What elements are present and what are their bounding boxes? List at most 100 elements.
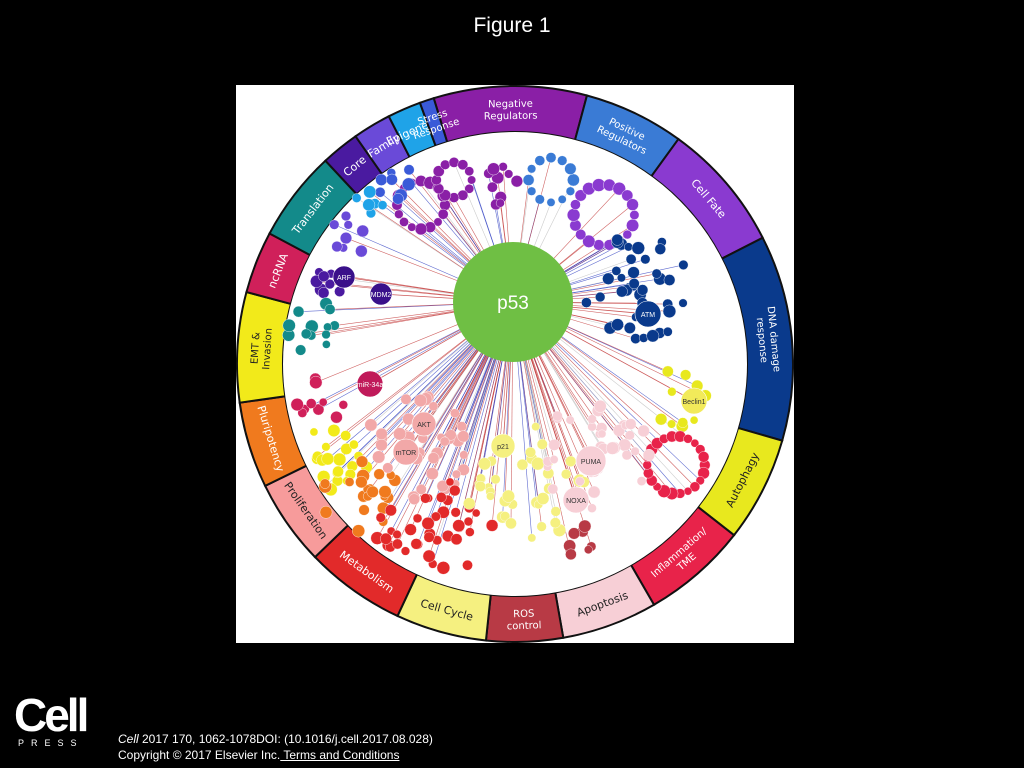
network-node xyxy=(327,424,341,437)
network-node xyxy=(309,375,323,389)
network-node xyxy=(637,424,650,438)
network-node xyxy=(323,322,332,332)
network-node xyxy=(640,254,651,265)
terms-and-conditions-link[interactable]: Terms and Conditions xyxy=(280,748,400,762)
major-node xyxy=(490,433,516,459)
network-node xyxy=(605,441,619,455)
network-node xyxy=(394,209,404,219)
network-node xyxy=(456,421,467,432)
network-node xyxy=(546,198,556,207)
network-node xyxy=(565,548,577,561)
network-node xyxy=(626,198,639,211)
network-node xyxy=(584,545,593,555)
network-node xyxy=(662,326,673,337)
network-node xyxy=(358,504,370,516)
copyright-text: Copyright © 2017 Elsevier Inc. xyxy=(118,748,281,762)
network-node xyxy=(547,483,559,495)
network-node xyxy=(624,242,633,252)
network-node xyxy=(625,418,637,430)
network-node xyxy=(331,241,343,253)
cell-press-logo: Cell PRESS xyxy=(14,692,89,752)
network-node xyxy=(464,166,475,176)
network-node xyxy=(340,430,351,441)
network-node xyxy=(683,434,693,444)
network-node xyxy=(536,521,547,532)
network-node xyxy=(642,448,656,462)
network-node xyxy=(465,527,475,537)
network-node xyxy=(629,210,640,220)
network-node xyxy=(654,243,666,255)
network-node xyxy=(413,394,428,408)
network-node xyxy=(295,344,307,356)
network-node xyxy=(495,198,505,208)
network-node xyxy=(449,484,461,497)
network-node xyxy=(630,446,640,456)
network-node xyxy=(375,173,388,186)
network-node xyxy=(643,467,654,479)
network-node xyxy=(510,175,523,188)
network-node xyxy=(349,439,359,450)
network-node xyxy=(462,559,473,571)
network-node xyxy=(578,519,592,533)
network-node xyxy=(457,159,469,171)
network-node xyxy=(412,513,423,524)
network-node xyxy=(550,506,561,517)
network-node xyxy=(433,183,445,195)
network-node xyxy=(382,462,394,474)
network-node xyxy=(485,519,499,532)
network-node xyxy=(319,478,331,489)
segment-text: Negative xyxy=(488,99,533,111)
p53-hub-label: p53 xyxy=(497,293,529,314)
network-node xyxy=(440,159,451,170)
network-node xyxy=(527,186,537,196)
network-node xyxy=(415,483,427,495)
major-node xyxy=(634,300,662,328)
network-node xyxy=(651,268,662,279)
network-node xyxy=(309,427,319,437)
network-node xyxy=(300,328,312,340)
network-node xyxy=(611,318,624,331)
network-node xyxy=(663,274,676,286)
network-node xyxy=(433,217,443,227)
network-node xyxy=(678,298,688,308)
network-node xyxy=(448,157,460,168)
network-node xyxy=(631,241,645,255)
network-node xyxy=(552,410,563,422)
network-node xyxy=(408,493,420,505)
network-node xyxy=(386,173,398,186)
network-node xyxy=(451,469,461,479)
network-node xyxy=(527,533,537,543)
network-node xyxy=(428,401,439,412)
p53-hub-node xyxy=(453,242,573,362)
network-node xyxy=(452,519,466,533)
network-node xyxy=(423,531,435,543)
network-node xyxy=(501,489,515,503)
network-node xyxy=(373,468,385,480)
network-node xyxy=(561,469,572,480)
major-node xyxy=(411,411,437,437)
major-node-label: ATM xyxy=(641,312,655,319)
network-node xyxy=(587,485,601,499)
segment-label-emt-invasion: EMT &Invasion xyxy=(250,328,275,370)
network-node xyxy=(570,199,581,210)
major-node-label: PUMA xyxy=(581,459,602,466)
network-node xyxy=(531,457,545,471)
network-node xyxy=(463,516,474,527)
major-node xyxy=(680,387,708,415)
network-node xyxy=(436,561,451,575)
network-node xyxy=(565,455,577,467)
network-node xyxy=(564,162,577,175)
network-node xyxy=(623,322,636,334)
network-node xyxy=(400,393,412,405)
network-node xyxy=(667,419,677,429)
network-node xyxy=(399,217,409,227)
network-node xyxy=(436,480,449,493)
network-node xyxy=(407,222,417,232)
network-node xyxy=(430,511,441,522)
major-node-label: ARF xyxy=(337,275,351,282)
network-node xyxy=(593,399,607,413)
logo-word: Cell xyxy=(14,689,89,741)
